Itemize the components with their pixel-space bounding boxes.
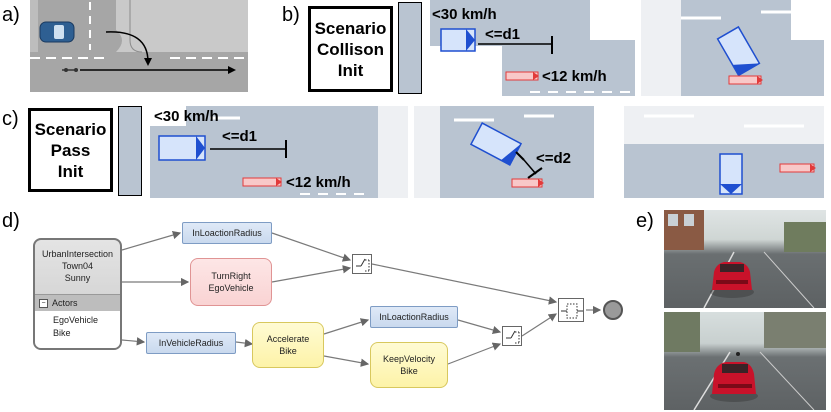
distance-d2-c: <=d2 — [536, 150, 572, 167]
label-e: e) — [636, 210, 654, 232]
intersection-drawing — [30, 0, 248, 92]
label-b: b) — [282, 4, 300, 26]
node-in-location-radius-2[interactable]: InLoactionRadius — [370, 306, 458, 328]
speed-car-c: <30 km/h — [154, 108, 219, 125]
graph-edges — [121, 230, 602, 367]
node-turn-right-actor: EgoVehicle — [208, 283, 254, 293]
node-keep-velocity[interactable]: KeepVelocity Bike — [370, 342, 448, 388]
road-scene-b2-details — [641, 0, 824, 96]
node-in-location-radius-2-label: InLoactionRadius — [379, 312, 449, 322]
scenario-c-line1: Scenario — [34, 119, 107, 139]
actor-ego-vehicle: EgoVehicle — [53, 315, 99, 325]
distance-bracket-c — [210, 140, 287, 158]
or-gate-icon-1[interactable] — [352, 254, 372, 274]
node-accelerate-actor: Bike — [279, 346, 297, 356]
or-gate-icon-2[interactable] — [502, 326, 522, 346]
road-scene-c3-details — [624, 106, 824, 195]
ego-car-c — [158, 135, 206, 161]
intersection-scene-a — [30, 0, 248, 92]
scenario-b-line2: Collison — [316, 39, 385, 59]
init-weather: Sunny — [64, 273, 91, 283]
speed-bike-c: <12 km/h — [286, 174, 351, 191]
scenario-pass-init-box: Scenario Pass Init — [28, 108, 113, 192]
simulator-view-bottom-drawing — [664, 312, 826, 410]
end-node-icon[interactable] — [603, 300, 623, 320]
init-location: UrbanIntersection — [41, 249, 114, 259]
node-in-vehicle-radius[interactable]: InVehicleRadius — [146, 332, 236, 354]
simulator-view-top-drawing — [664, 210, 826, 308]
node-accelerate[interactable]: Accelerate Bike — [252, 322, 324, 368]
distance-bracket-b — [478, 36, 553, 54]
scenario-b-pillar — [398, 2, 422, 94]
label-a: a) — [2, 4, 20, 26]
speed-bike-b: <12 km/h — [542, 68, 607, 85]
bike-b — [505, 71, 539, 81]
distance-d1-c: <=d1 — [222, 128, 258, 145]
road-scene-c2-details — [414, 106, 617, 198]
distance-d1-b: <=d1 — [485, 26, 521, 43]
simulator-view-top — [664, 210, 826, 308]
road-scene-c1-details — [150, 106, 408, 198]
node-turn-right-label: TurnRight — [211, 271, 251, 281]
actors-header[interactable]: − Actors — [35, 294, 120, 311]
node-keep-velocity-label: KeepVelocity — [382, 354, 436, 364]
scenario-c-line3: Init — [57, 161, 84, 181]
node-in-location-radius-1-label: InLoactionRadius — [192, 228, 262, 238]
scenario-b-line3: Init — [337, 60, 364, 80]
node-turn-right[interactable]: TurnRight EgoVehicle — [190, 258, 272, 306]
label-d: d) — [2, 210, 20, 232]
node-accelerate-label: Accelerate — [266, 334, 310, 344]
bike-c — [242, 177, 282, 187]
init-node[interactable]: UrbanIntersection Town04 Sunny − Actors … — [33, 238, 122, 350]
node-in-vehicle-radius-label: InVehicleRadius — [158, 338, 224, 348]
scenario-collision-init-box: Scenario Collison Init — [308, 6, 393, 92]
init-town: Town04 — [61, 261, 94, 271]
ego-car-b — [440, 28, 476, 52]
speed-car-b: <30 km/h — [432, 6, 497, 23]
actors-header-label: Actors — [52, 298, 78, 308]
and-gate-icon[interactable] — [558, 298, 584, 322]
scenario-b-line1: Scenario — [314, 18, 387, 38]
collapse-icon[interactable]: − — [39, 298, 48, 308]
node-keep-velocity-actor: Bike — [400, 366, 418, 376]
actor-bike: Bike — [53, 328, 71, 338]
simulator-view-bottom — [664, 312, 826, 410]
node-in-location-radius-1[interactable]: InLoactionRadius — [182, 222, 272, 244]
scenario-c-line2: Pass — [50, 140, 91, 160]
road-scene-b1-details — [430, 0, 635, 96]
scenario-c-pillar — [118, 106, 142, 196]
label-c: c) — [2, 108, 19, 130]
